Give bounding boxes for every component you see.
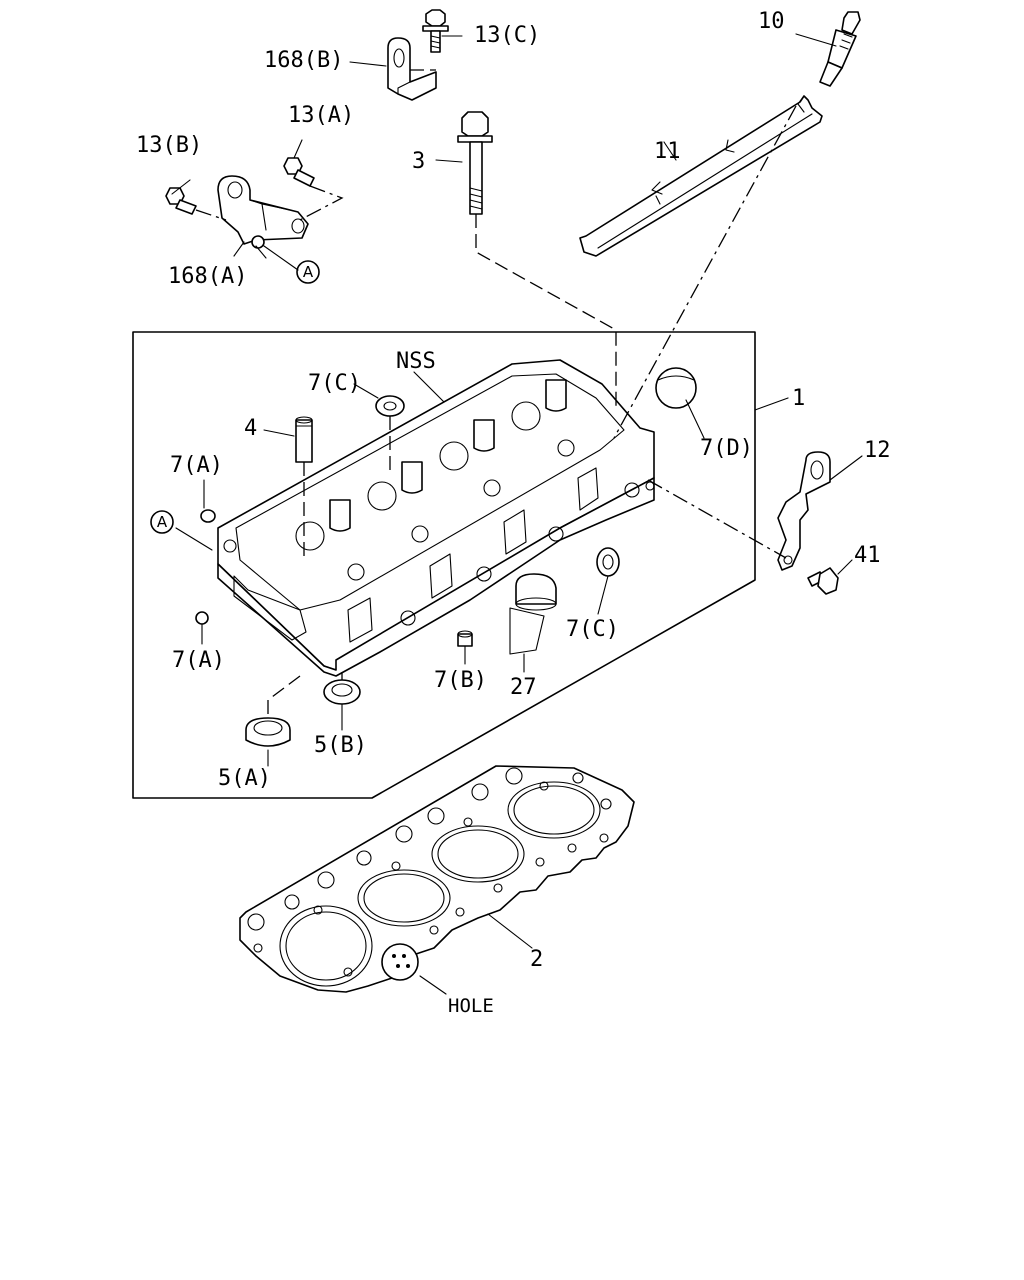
valve-guide-4 xyxy=(295,416,313,463)
svg-text:A: A xyxy=(303,263,314,281)
plug-7a-bottom xyxy=(195,611,209,625)
assembly-frame xyxy=(132,331,756,799)
label-4: 4 xyxy=(244,416,257,441)
label-7a-bottom: 7(A) xyxy=(172,648,225,673)
ref-marker-a-top: A xyxy=(296,260,320,284)
bolt-13b xyxy=(165,187,197,215)
connector-plate-11 xyxy=(579,95,823,257)
plug-7a-top xyxy=(200,509,216,523)
seal-7c-bottom xyxy=(596,547,620,577)
head-gasket-2 xyxy=(239,765,635,993)
leader-lines xyxy=(171,33,863,995)
label-7c-bottom: 7(C) xyxy=(566,617,619,642)
label-3: 3 xyxy=(412,149,425,174)
sensor-27 xyxy=(509,573,557,655)
bracket-168b xyxy=(387,37,437,101)
label-2: 2 xyxy=(530,947,543,972)
cylinder-head xyxy=(217,359,655,677)
label-27: 27 xyxy=(510,675,537,700)
label-nss: NSS xyxy=(396,349,436,374)
bracket-168a xyxy=(217,175,309,249)
seal-7c-top xyxy=(375,395,405,417)
bracket-12 xyxy=(777,451,831,571)
label-10: 10 xyxy=(758,9,785,34)
label-168b: 168(B) xyxy=(264,48,343,73)
label-12: 12 xyxy=(864,438,891,463)
label-7c-top: 7(C) xyxy=(308,371,361,396)
plug-7b xyxy=(457,630,473,647)
label-11: 11 xyxy=(654,139,681,164)
label-5a: 5(A) xyxy=(218,766,271,791)
seat-5a xyxy=(245,717,291,747)
bolt-3 xyxy=(457,111,493,215)
plug-7d xyxy=(655,367,697,409)
label-13a: 13(A) xyxy=(288,103,354,128)
label-41: 41 xyxy=(854,543,881,568)
assembly-lines xyxy=(195,69,797,716)
ref-marker-a-left: A xyxy=(150,510,174,534)
bolt-41 xyxy=(807,567,839,595)
bolt-13c xyxy=(422,9,449,53)
glow-plug-10 xyxy=(819,11,861,87)
label-168a: 168(A) xyxy=(168,264,247,289)
label-7a-top: 7(A) xyxy=(170,453,223,478)
bolt-13a xyxy=(283,157,315,187)
label-7b: 7(B) xyxy=(434,668,487,693)
label-13c: 13(C) xyxy=(474,23,540,48)
label-hole: HOLE xyxy=(448,995,494,1017)
seat-5b xyxy=(323,679,361,705)
label-13b: 13(B) xyxy=(136,133,202,158)
label-5b: 5(B) xyxy=(314,733,367,758)
label-1: 1 xyxy=(792,386,805,411)
svg-text:A: A xyxy=(157,513,168,531)
label-7d: 7(D) xyxy=(700,436,753,461)
